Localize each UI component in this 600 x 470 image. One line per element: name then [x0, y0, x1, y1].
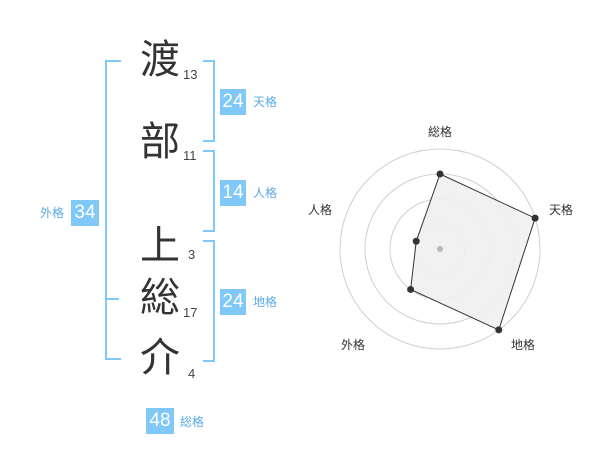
radar-point: [531, 214, 539, 222]
tenkaku-value: 24: [220, 89, 246, 115]
radar-label-gaikaku: 外格: [341, 338, 366, 352]
radar-label-chikaku: 地格: [511, 338, 536, 352]
radar-center-dot: [437, 246, 443, 252]
chikaku-label: 地格: [253, 295, 278, 309]
radar-label-jinkaku: 人格: [308, 203, 333, 217]
stroke-count-2: 11: [183, 148, 197, 163]
radar-point: [495, 326, 503, 334]
radar-polygon: [410, 173, 536, 331]
radar-label-tenkaku: 天格: [549, 203, 574, 217]
chikaku-value: 24: [220, 289, 246, 315]
name-char-2: 部: [140, 119, 180, 165]
jinkaku-bracket: [203, 150, 215, 232]
radar-point: [436, 170, 444, 178]
jinkaku-value: 14: [220, 180, 246, 206]
radar-label-soukaku: 総格: [428, 125, 453, 139]
tenkaku-bracket: [203, 60, 215, 142]
name-char-1: 渡: [140, 37, 180, 83]
gaikaku-value: 34: [71, 200, 99, 226]
name-char-4: 総: [140, 275, 180, 321]
radar-point: [412, 237, 420, 245]
stroke-count-5: 4: [188, 366, 196, 381]
radar-point: [407, 285, 415, 293]
stroke-count-1: 13: [183, 67, 198, 82]
name-char-5: 介: [140, 335, 180, 381]
stroke-count-3: 3: [188, 247, 196, 262]
name-char-3: 上: [140, 223, 180, 269]
gaikaku-bracket: [105, 60, 121, 360]
soukaku-label: 総格: [180, 415, 205, 429]
soukaku-value: 48: [146, 408, 174, 434]
stroke-count-4: 17: [183, 305, 198, 320]
jinkaku-label: 人格: [253, 186, 278, 200]
tenkaku-label: 天格: [253, 95, 278, 109]
gaikaku-label: 外格: [40, 206, 65, 220]
chikaku-bracket: [203, 240, 215, 362]
radar-ring: [339, 148, 541, 350]
radar-points: [407, 170, 539, 334]
gaikaku-bracket-tick: [105, 298, 119, 300]
